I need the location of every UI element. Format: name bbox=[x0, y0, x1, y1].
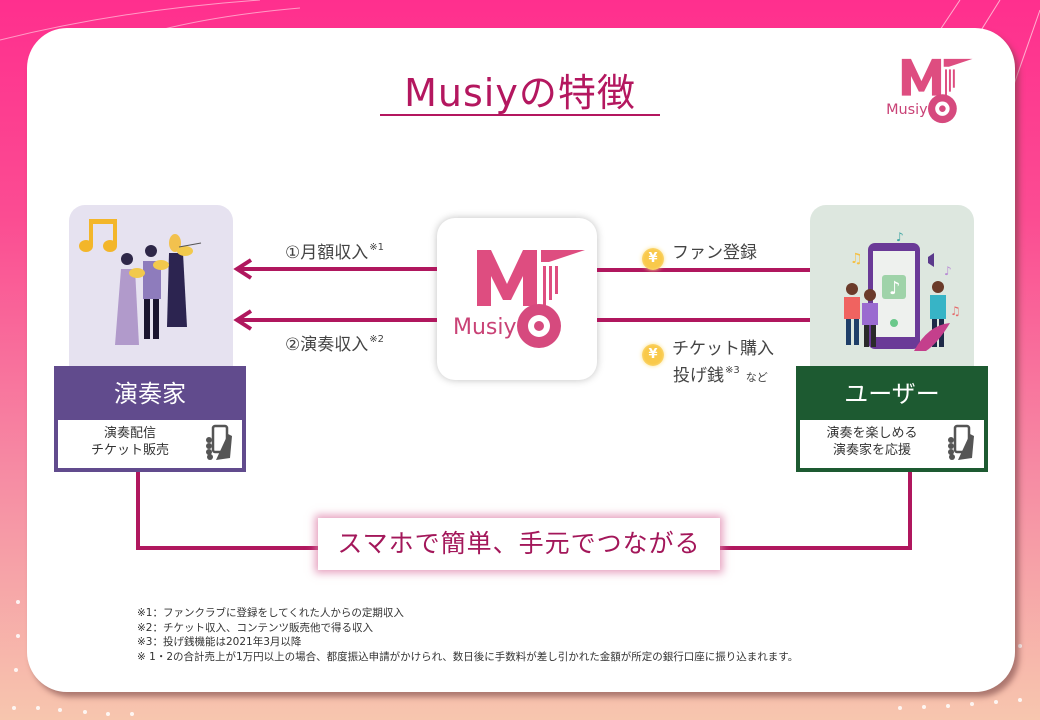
musiy-center-logo-box: Musiy bbox=[437, 218, 597, 380]
income-arrow-2-line bbox=[240, 318, 437, 322]
user-description: 演奏を楽しめる 演奏家を応援 bbox=[800, 420, 984, 468]
performer-box: 演奏家 演奏配信 チケット販売 bbox=[54, 366, 246, 472]
smartphone-hand-icon bbox=[948, 424, 974, 460]
footnote-3: ※3：投げ銭機能は2021年3月以降 bbox=[137, 636, 302, 648]
user-flow-line-2 bbox=[597, 318, 810, 322]
arrow-left-icon bbox=[233, 309, 253, 331]
slogan-banner: スマホで簡単、手元でつながる bbox=[318, 518, 720, 570]
footnote-2: ※2：チケット収入、コンテンツ販売他で得る収入 bbox=[137, 621, 373, 634]
svg-text:♫: ♫ bbox=[950, 304, 961, 318]
user-illustration: ♪ ♫ ♪ ♪ ♫ bbox=[810, 205, 974, 371]
yen-coin-icon: ¥ bbox=[642, 344, 664, 366]
performer-description: 演奏配信 チケット販売 bbox=[58, 420, 242, 468]
user-desc-line1: 演奏を楽しめる bbox=[826, 426, 918, 441]
user-flow-line-1 bbox=[597, 268, 810, 272]
svg-text:♫: ♫ bbox=[850, 251, 863, 267]
musiy-logo: Musiy bbox=[449, 244, 585, 354]
performer-title: 演奏家 bbox=[114, 380, 186, 408]
music-note-icon bbox=[79, 219, 117, 252]
yen-coin-icon: ¥ bbox=[642, 248, 664, 270]
musiy-logo-corner: Musiy bbox=[880, 55, 976, 127]
svg-text:Musiy: Musiy bbox=[453, 315, 517, 340]
svg-text:Musiy: Musiy bbox=[886, 102, 928, 118]
footnotes: ※1：ファンクラブに登録をしてくれた人からの定期収入 ※2：チケット収入、コンテ… bbox=[137, 606, 798, 664]
performer-desc-line2: チケット販売 bbox=[90, 443, 169, 458]
smartphone-hand-icon bbox=[206, 424, 232, 460]
footnote-4: ※ 1・2の合計売上が1万円以上の場合、都度振込申請がかけられ、数日後に手数料が… bbox=[137, 650, 799, 663]
user-flow-tipping: 投げ銭※3など bbox=[673, 365, 768, 386]
performer-desc-line1: 演奏配信 bbox=[103, 426, 156, 441]
user-flow-fan-registration: ¥ファン登録 bbox=[642, 238, 757, 270]
user-box: ユーザー 演奏を楽しめる 演奏家を応援 bbox=[796, 366, 988, 472]
user-title: ユーザー bbox=[844, 380, 940, 408]
arrow-left-icon bbox=[233, 258, 253, 280]
svg-text:♪: ♪ bbox=[896, 230, 904, 244]
musiy-logo-icon: Musiy bbox=[886, 58, 973, 124]
performer-illustration bbox=[69, 205, 233, 371]
income-arrow-1-line bbox=[240, 267, 437, 271]
footnote-1: ※1：ファンクラブに登録をしてくれた人からの定期収入 bbox=[137, 607, 404, 619]
user-flow-ticket-purchase: ¥チケット購入 bbox=[642, 334, 774, 366]
svg-text:♪: ♪ bbox=[889, 278, 901, 299]
income-label-performance: ②演奏収入※2 bbox=[285, 334, 384, 355]
user-desc-line2: 演奏家を応援 bbox=[832, 443, 911, 458]
slide-title: Musiyの特徴 bbox=[380, 70, 660, 116]
income-label-monthly: ①月額収入※1 bbox=[285, 242, 384, 263]
svg-text:♪: ♪ bbox=[944, 264, 952, 278]
